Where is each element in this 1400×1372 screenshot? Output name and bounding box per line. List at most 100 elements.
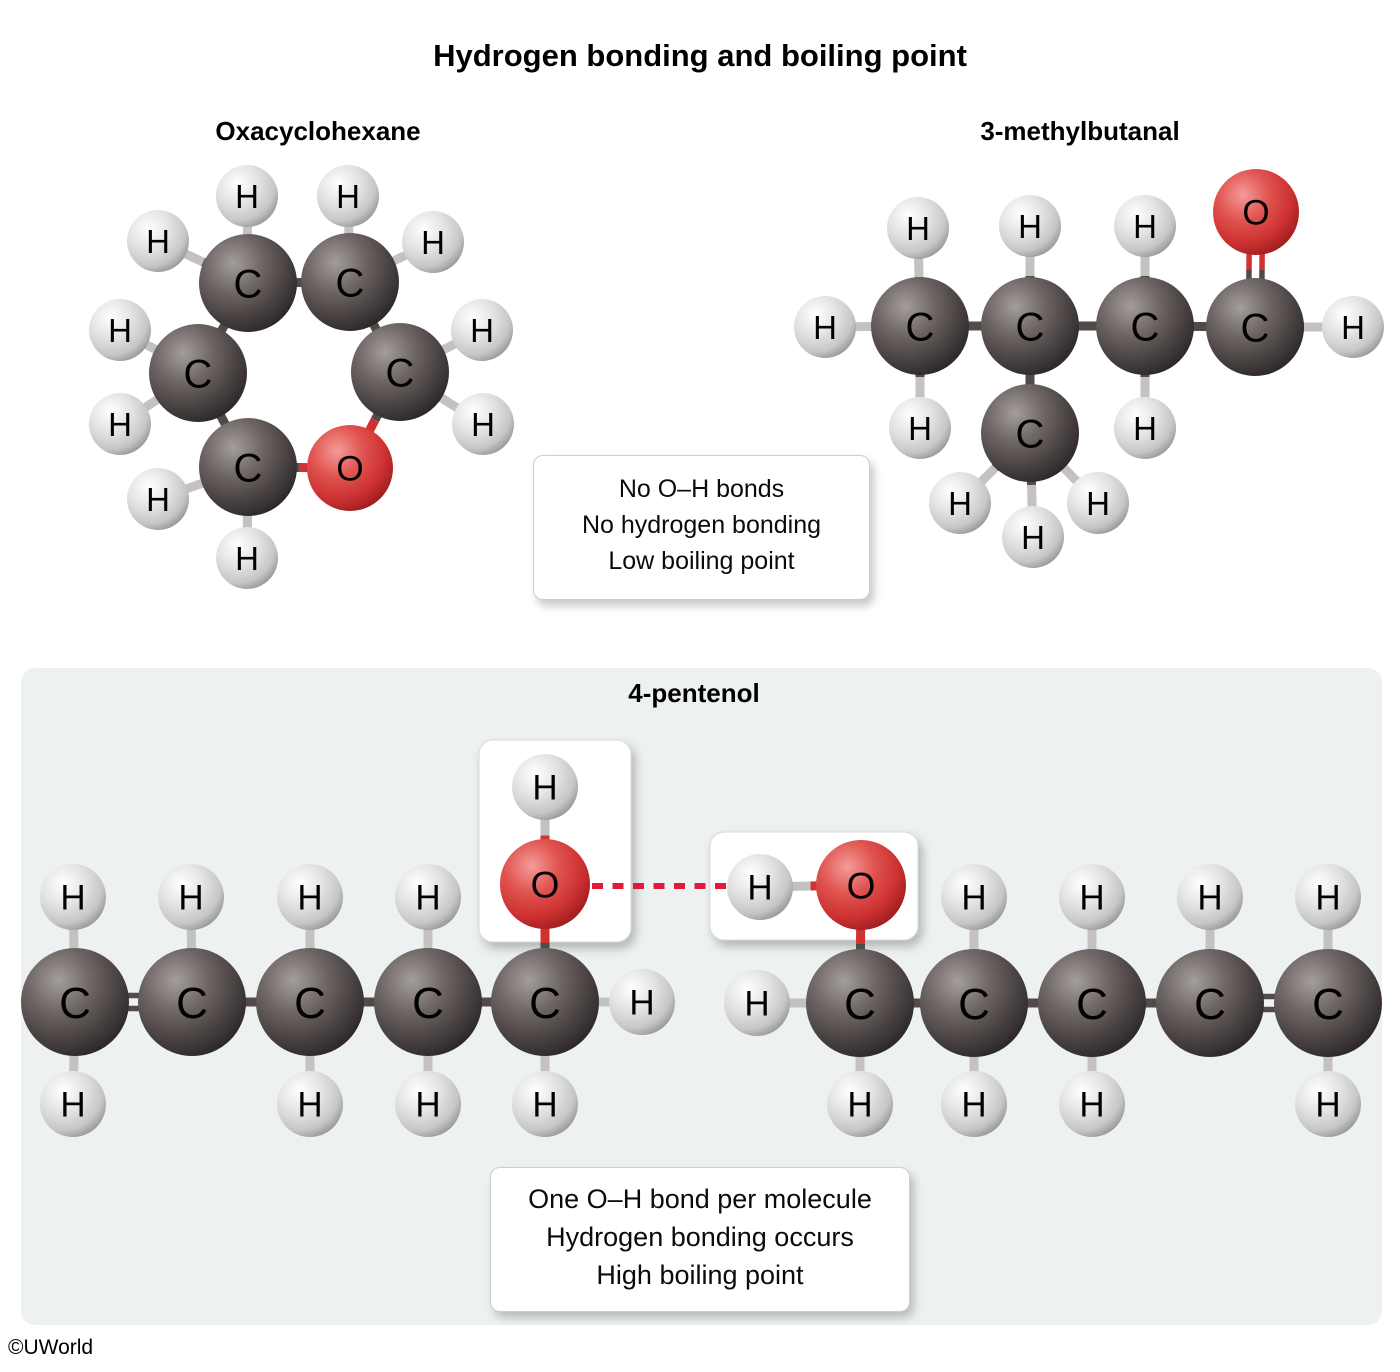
atom-label: O <box>847 865 876 906</box>
atom-H-sphere <box>941 864 1007 930</box>
atom-C-sphere <box>199 418 297 516</box>
atom-label: H <box>415 1086 440 1125</box>
atom-label: H <box>235 178 259 215</box>
atom-label: H <box>747 869 772 908</box>
atom-C-sphere <box>256 948 364 1056</box>
atom-label: C <box>1312 980 1344 1029</box>
atom-C-sphere <box>1096 277 1194 375</box>
atom-label: H <box>908 410 932 447</box>
atom-label: C <box>294 979 326 1028</box>
atom-label: C <box>386 351 415 395</box>
atom-O-sphere <box>500 839 590 929</box>
atom-H-sphere <box>317 165 379 227</box>
atom-H-sphere <box>1295 1071 1361 1137</box>
atom-C-sphere <box>1274 949 1382 1057</box>
atom-label: H <box>1018 208 1042 245</box>
atom-label: H <box>1133 410 1157 447</box>
atom-C-sphere <box>351 323 449 421</box>
atom-H-sphere <box>277 864 343 930</box>
atom-label: C <box>59 979 91 1028</box>
atom-label: H <box>629 984 654 1023</box>
label-4-pentenol: 4-pentenol <box>628 678 760 708</box>
atom-H-sphere <box>127 210 189 272</box>
atom-label: H <box>146 223 170 260</box>
atom-C-sphere <box>1206 278 1304 376</box>
atom-label: C <box>529 979 561 1028</box>
atom-H-sphere <box>727 854 793 920</box>
atom-label: C <box>1241 306 1270 350</box>
label-oxacyclohexane: Oxacyclohexane <box>215 116 421 146</box>
atom-label: O <box>531 864 560 905</box>
atom-H-sphere <box>277 1071 343 1137</box>
atom-H-sphere <box>127 468 189 530</box>
atom-H-sphere <box>794 296 856 358</box>
atom-label: C <box>1131 305 1160 349</box>
atom-H-sphere <box>512 1071 578 1137</box>
atom-label: O <box>1242 194 1269 233</box>
atom-label: H <box>1133 208 1157 245</box>
atom-C-sphere <box>981 277 1079 375</box>
atom-H-sphere <box>1177 864 1243 930</box>
atom-H-sphere <box>158 864 224 930</box>
atom-C-sphere <box>149 324 247 422</box>
atom-label: C <box>906 305 935 349</box>
atom-C-sphere <box>1038 949 1146 1057</box>
figure-title: Hydrogen bonding and boiling point <box>433 38 967 73</box>
atom-H-sphere <box>89 299 151 361</box>
atom-label: H <box>297 1086 322 1125</box>
note-line: High boiling point <box>596 1260 804 1290</box>
atom-label: H <box>421 224 445 261</box>
atom-C-sphere <box>1156 949 1264 1057</box>
atom-label: H <box>60 879 85 918</box>
atom-H-sphere <box>512 754 578 820</box>
atom-H-sphere <box>40 864 106 930</box>
atom-label: H <box>532 769 557 808</box>
atom-label: H <box>813 309 837 346</box>
atom-H-sphere <box>724 970 790 1036</box>
atom-H-sphere <box>999 195 1061 257</box>
atom-label: H <box>961 1086 986 1125</box>
atom-label: H <box>1315 879 1340 918</box>
atom-label: H <box>1021 519 1045 556</box>
atom-H-sphere <box>40 1071 106 1137</box>
atom-label: H <box>108 312 132 349</box>
atom-H-sphere <box>1295 864 1361 930</box>
atom-label: H <box>1079 879 1104 918</box>
atom-label: C <box>1194 980 1226 1029</box>
atom-label: H <box>1197 879 1222 918</box>
atom-H-sphere <box>1002 506 1064 568</box>
atom-label: H <box>146 481 170 518</box>
atom-label: C <box>184 352 213 396</box>
atom-label: H <box>415 879 440 918</box>
atom-label: C <box>176 979 208 1028</box>
atom-label: O <box>336 450 363 489</box>
atom-label: H <box>470 312 494 349</box>
atom-label: H <box>532 1086 557 1125</box>
atom-H-sphere <box>1114 195 1176 257</box>
atom-H-sphere <box>609 969 675 1035</box>
atom-C-sphere <box>374 948 482 1056</box>
atom-H-sphere <box>929 472 991 534</box>
atom-label: C <box>336 261 365 305</box>
atom-C-sphere <box>491 948 599 1056</box>
atom-H-sphere <box>887 197 949 259</box>
atom-H-sphere <box>216 165 278 227</box>
atom-label: C <box>844 980 876 1029</box>
atom-label: H <box>297 879 322 918</box>
atom-label: H <box>108 406 132 443</box>
atom-H-sphere <box>1067 472 1129 534</box>
atom-H-sphere <box>395 864 461 930</box>
atom-label: C <box>234 446 263 490</box>
note-line: No hydrogen bonding <box>581 511 822 539</box>
atom-H-sphere <box>1114 397 1176 459</box>
atom-label: C <box>1076 980 1108 1029</box>
atom-label: H <box>1341 309 1365 346</box>
atom-H-sphere <box>89 393 151 455</box>
atom-O-sphere <box>816 840 906 930</box>
atom-label: H <box>1079 1086 1104 1125</box>
atom-label: H <box>1315 1086 1340 1125</box>
